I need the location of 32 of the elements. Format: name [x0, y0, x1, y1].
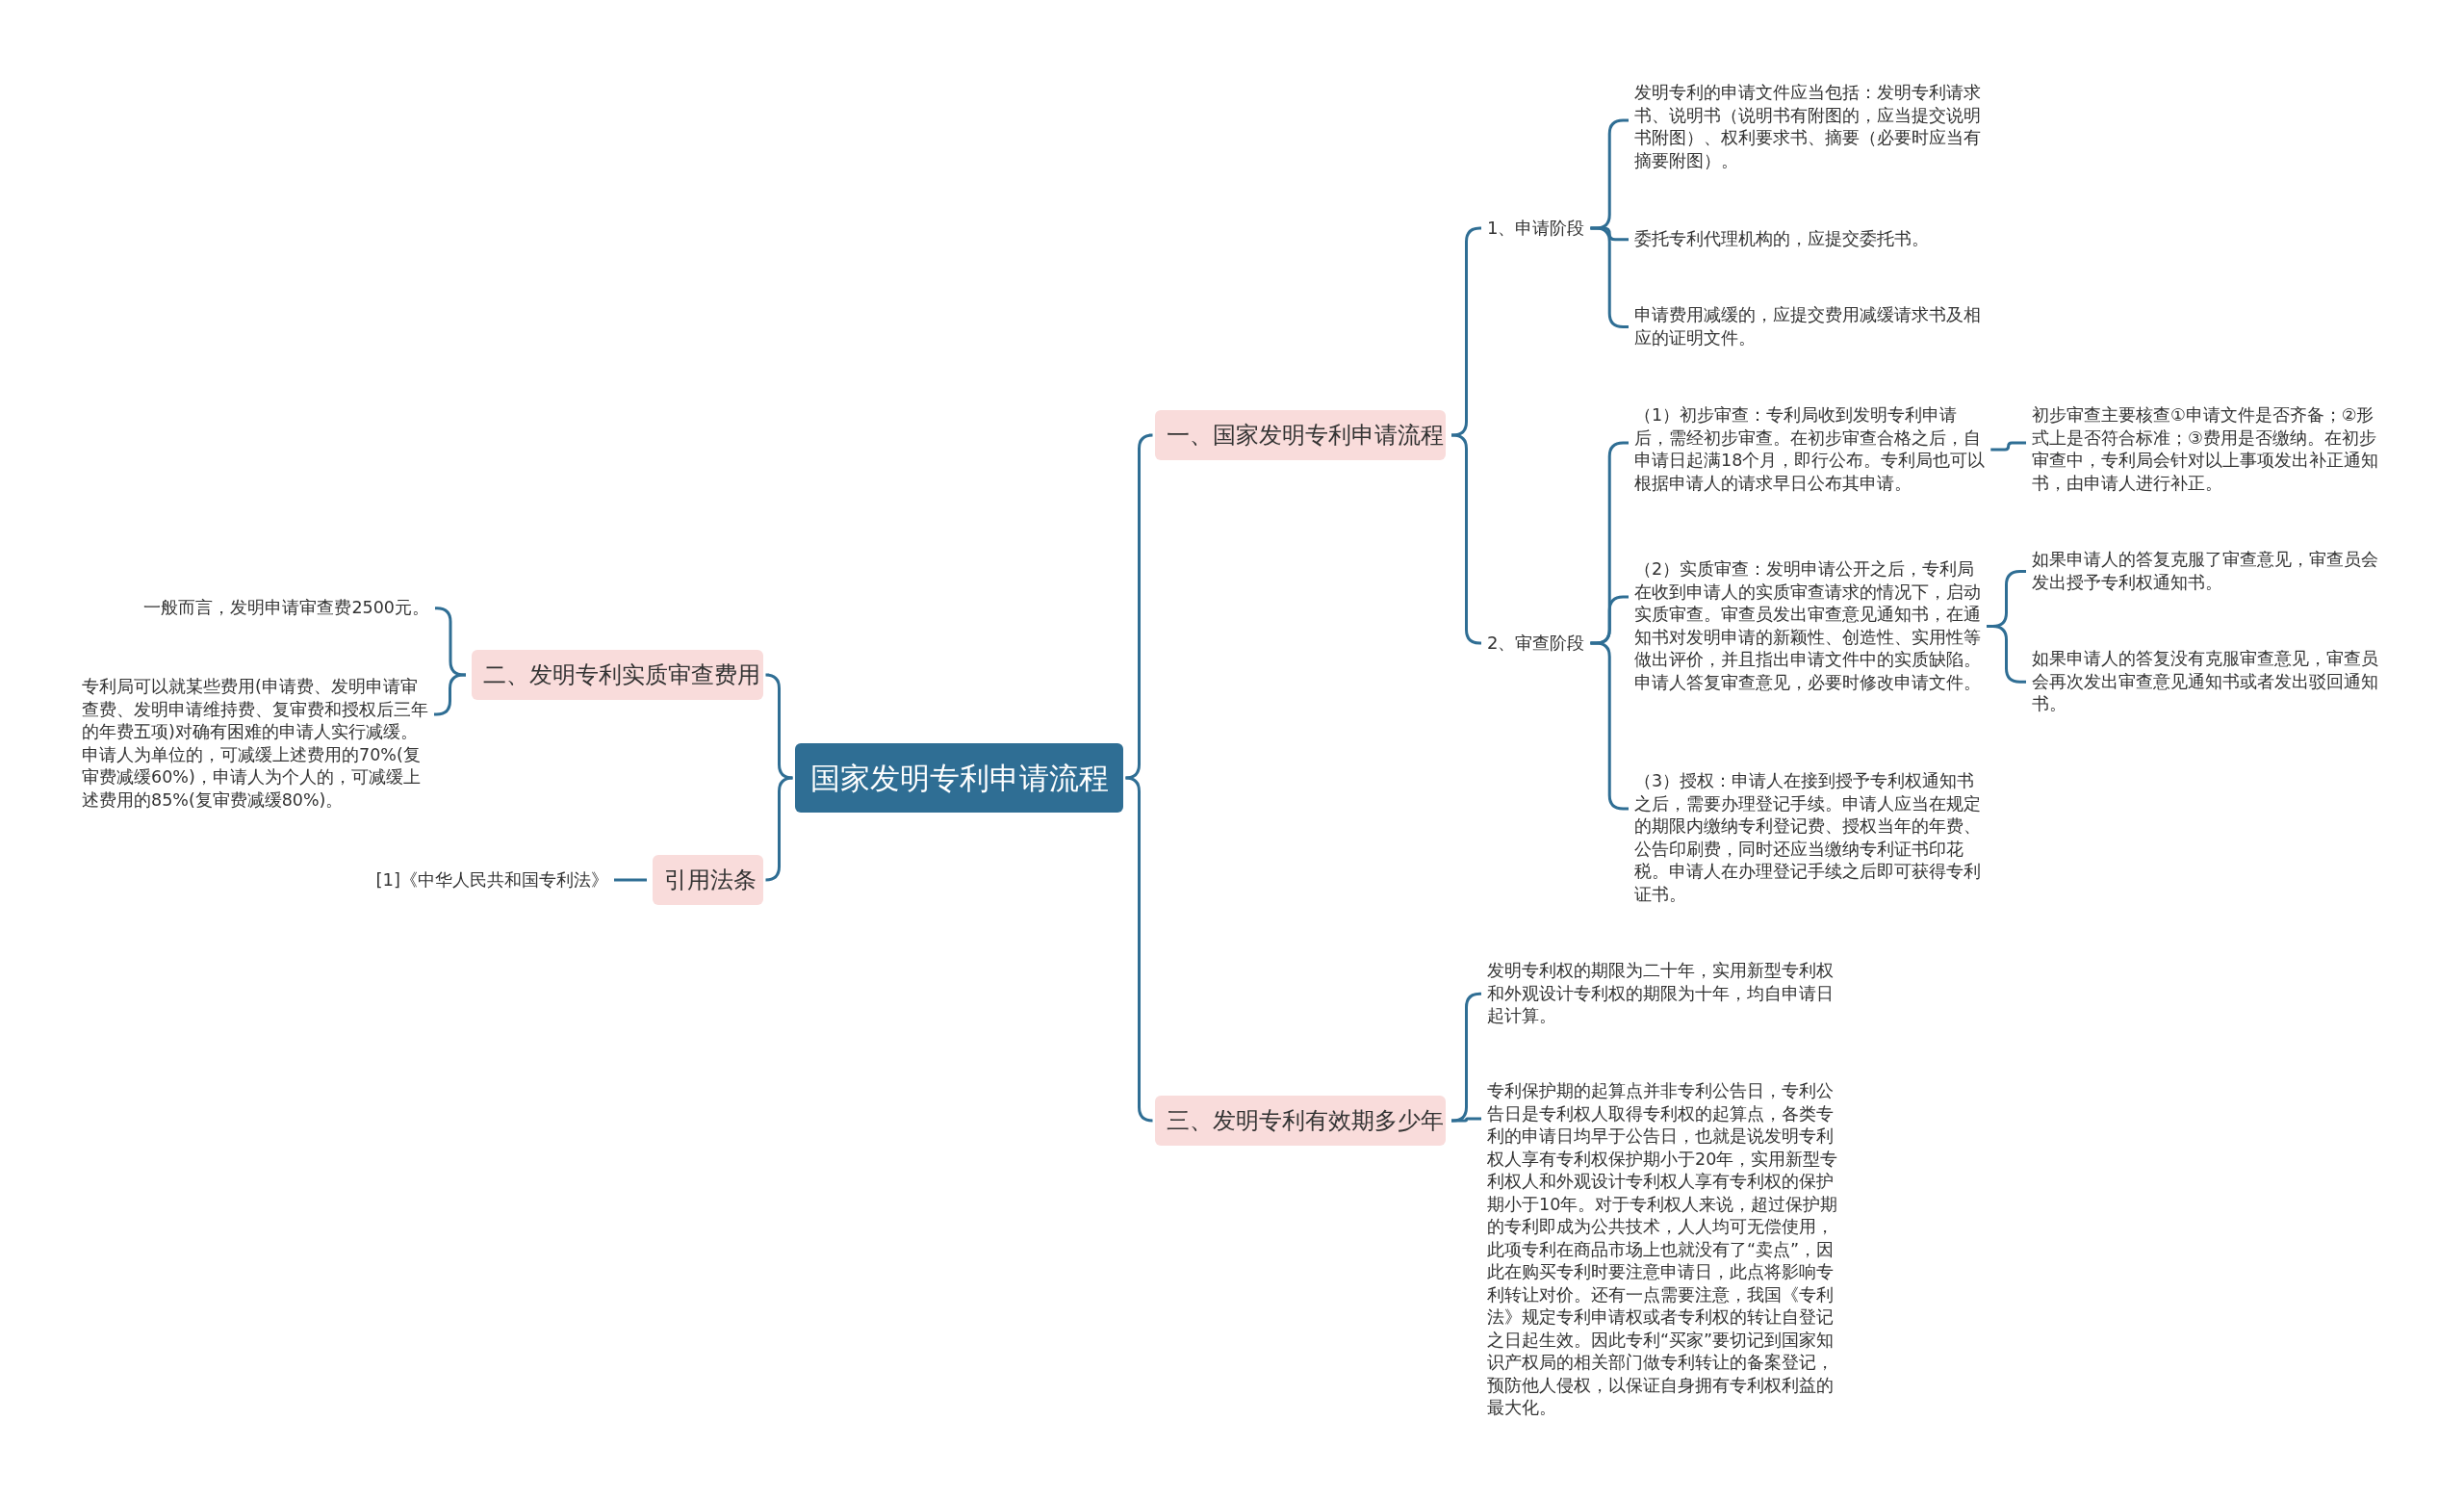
- connector-line: [1124, 776, 1154, 1123]
- note-text: 专利保护期的起算点并非专利公告日，专利公告日是专利权人取得专利权的起算点，各类专利的申请日均早于公告日，也就是说发明专利权人享有专利权保护期小于20年，实用新型专利权人和外观设计专利权人享有专利权的保护期小于10年。对于专利权人来说，超过保护期的专利即成为公共技术，人人均可无偿使用，此项专利在商品市场上也就没有了“卖点”，因此在购买专利时要注意申请日，此点将影响专利转让对价。还有一点需要注意，我国《专利法》规定专利申请权或者专利权的转让自登记之日起生效。因此专利“买家”要切记到国家知识产权局的相关部门做专利转让的备案登记，预防他人侵权，以保证自身拥有专利权利益的最大化。: [1487, 1080, 1841, 1420]
- note-text: （2）实质审查：发明申请公开之后，专利局在收到申请人的实质审查请求的情况下，启动实质审查。审查员发出审查意见通知书，在通知书对发明申请的新颖性、创造性、实用性等做出评价，并且指出申请文件中的实质缺陷。申请人答复审查意见，必要时修改申请文件。: [1634, 558, 1990, 694]
- note-text: （1）初步审查：专利局收到发明专利申请后，需经初步审查。在初步审查合格之后，自申请日起满18个月，即行公布。专利局也可以根据申请人的请求早日公布其申请。: [1634, 404, 1990, 495]
- connector-line: [614, 878, 647, 882]
- connector-line: [434, 673, 466, 716]
- note-text: 申请费用减缓的，应提交费用减缓请求书及相应的证明文件。: [1634, 304, 1990, 349]
- connector-line: [1990, 441, 2026, 452]
- note-text: 一般而言，发明申请审查费2500元。: [77, 597, 429, 620]
- note-text: 委托专利代理机构的，应提交委托书。: [1634, 228, 1990, 251]
- note-text: 初步审查主要核查①申请文件是否齐备；②形式上是否符合标准；③费用是否缴纳。在初步审查中，专利局会针对以上事项发出补正通知书，由申请人进行补正。: [2032, 404, 2390, 495]
- note-text: 专利局可以就某些费用(申请费、发明申请审查费、发明申请维持费、复审费和授权后三年的年费五项)对确有困难的申请人实行减缓。申请人为单位的，可减缓上述费用的70%(复审费减缓60%)，申请人为个人的，可减缓上述费用的85%(复审费减缓80%)。: [82, 676, 434, 812]
- connector-line: [1451, 1117, 1481, 1123]
- topic-box: 一、国家发明专利申请流程: [1155, 410, 1446, 460]
- branch-label: 1、申请阶段: [1487, 217, 1585, 240]
- topic-box: 引用法条: [653, 855, 763, 905]
- branch-label: [1]《中华人民共和国专利法》: [346, 868, 608, 892]
- central-topic-box: 国家发明专利申请流程: [795, 743, 1123, 813]
- connector-line: [1450, 433, 1482, 645]
- topic-box: 二、发明专利实质审查费用: [472, 650, 763, 700]
- connector-line: [1450, 226, 1482, 437]
- note-text: （3）授权：申请人在接到授予专利权通知书之后，需要办理登记手续。申请人应当在规定的期限内缴纳专利登记费、授权当年的年费、公告印刷费，同时还应当缴纳专利证书印花税。申请人在办理登记手续之后即可获得专利证书。: [1634, 770, 1990, 906]
- branch-label: 2、审查阶段: [1487, 632, 1585, 655]
- topic-box: 三、发明专利有效期多少年: [1155, 1096, 1446, 1146]
- note-text: 如果申请人的答复克服了审查意见，审查员会发出授予专利权通知书。: [2032, 549, 2390, 594]
- connector-line: [1124, 433, 1154, 780]
- connector-line: [764, 776, 794, 882]
- connector-line: [1450, 992, 1482, 1123]
- connector-line: [764, 673, 794, 780]
- note-text: 如果申请人的答复没有克服审查意见，审查员会再次发出审查意见通知书或者发出驳回通知书。: [2032, 648, 2390, 716]
- note-text: 发明专利的申请文件应当包括：发明专利请求书、说明书（说明书有附图的，应当提交说明书附图）、权利要求书、摘要（必要时应当有摘要附图）。: [1634, 82, 1990, 172]
- note-text: 发明专利权的期限为二十年，实用新型专利权和外观设计专利权的期限为十年，均自申请日起计算。: [1487, 960, 1841, 1028]
